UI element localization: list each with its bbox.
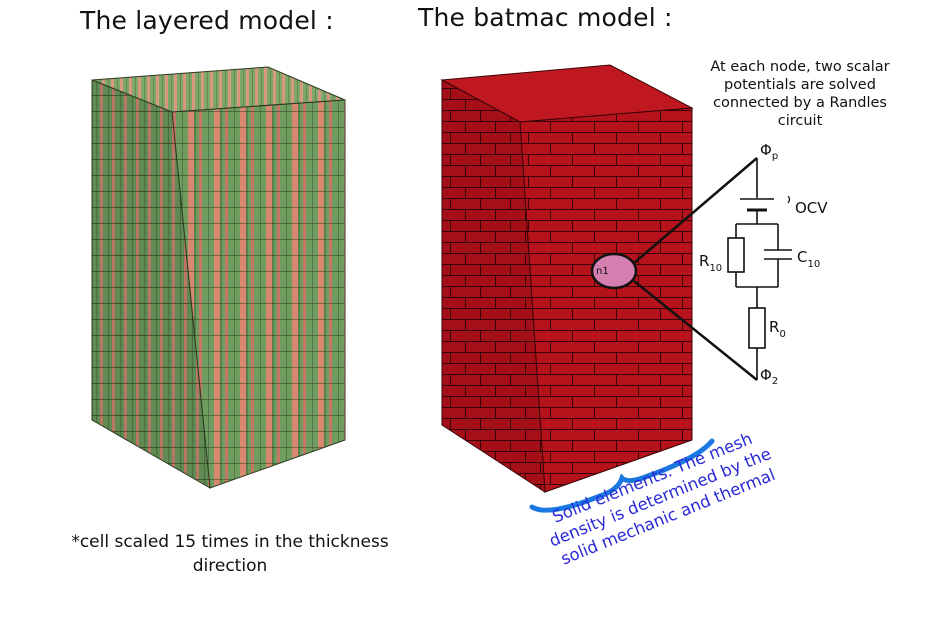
footnote-line: direction [192, 556, 268, 576]
scale-footnote: *cell scaled 15 times in the thickness d… [40, 530, 420, 578]
r0-label: R0 [769, 318, 786, 340]
phi-p-label: Φp [760, 141, 778, 162]
circuit-labels: Φp OCV R10 C10 R0 Φ2 [699, 141, 828, 387]
batmac-block-front [519, 107, 693, 493]
phi-2-label: Φ2 [760, 366, 778, 387]
layered-model-title: The layered model : [80, 6, 334, 35]
connector-line-bottom [633, 280, 758, 381]
node-description-line: connected by a Randles [713, 95, 887, 111]
footnote-line: *cell scaled 15 times in the thickness [71, 532, 389, 552]
connector-line-top [633, 157, 758, 264]
node-ellipse [590, 252, 638, 290]
ocv-mark [787, 195, 791, 204]
batmac-block-side [441, 79, 546, 493]
blue-brace [529, 438, 715, 513]
batmac-model-title: The batmac model : [418, 3, 673, 32]
layered-model-block [91, 66, 346, 489]
r10-label: R10 [699, 252, 722, 274]
r10-resistor [727, 237, 745, 273]
node-marker: n1 [590, 252, 638, 290]
layered-block-side [91, 79, 211, 489]
batmac-model-block [440, 64, 694, 493]
node-description: At each node, two scalar potentials are … [700, 58, 900, 130]
node-label: n1 [596, 266, 609, 277]
ocv-label: OCV [795, 199, 828, 217]
node-description-line: potentials are solved [724, 77, 876, 93]
randles-circuit [727, 158, 792, 380]
node-description-line: circuit [777, 113, 823, 129]
node-description-line: At each node, two scalar [710, 59, 890, 75]
r0-resistor [748, 307, 766, 349]
c10-label: C10 [797, 248, 820, 270]
